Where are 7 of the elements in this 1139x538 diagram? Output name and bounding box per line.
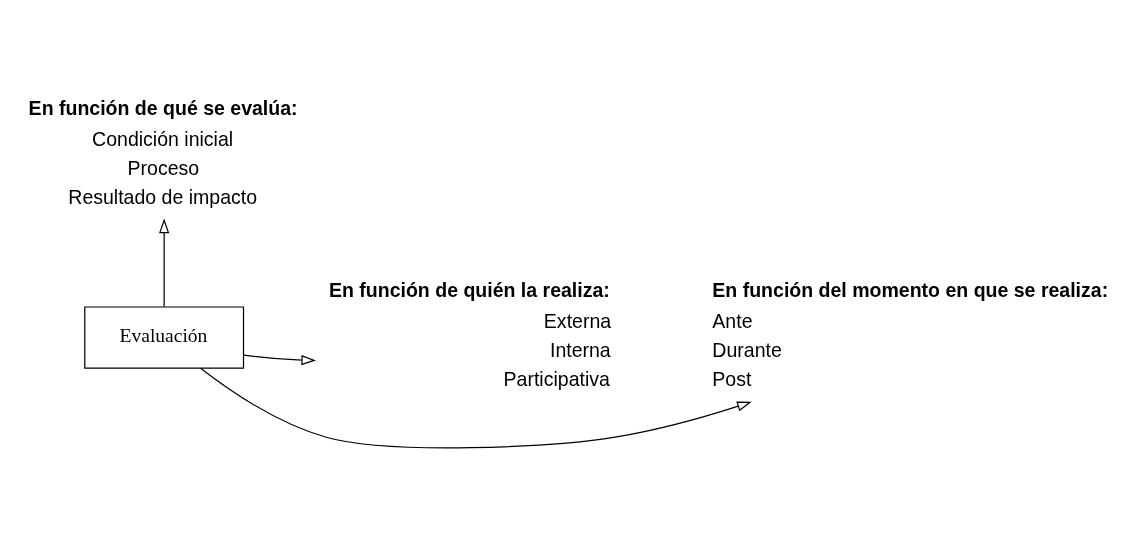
node-text: En función del momento en que se realiza: Ante Durante Post [712, 278, 1109, 390]
node-text: En función de qué se evalúa: Condición inicial Proceso Resultado de impacto [28, 96, 298, 208]
node-text: En función de quién la realiza: Externa Interna Participativa [328, 278, 612, 390]
arrow [243, 354, 317, 365]
arrow [199, 367, 752, 448]
arrow [159, 218, 170, 307]
node-box: Evaluación [84, 305, 245, 369]
